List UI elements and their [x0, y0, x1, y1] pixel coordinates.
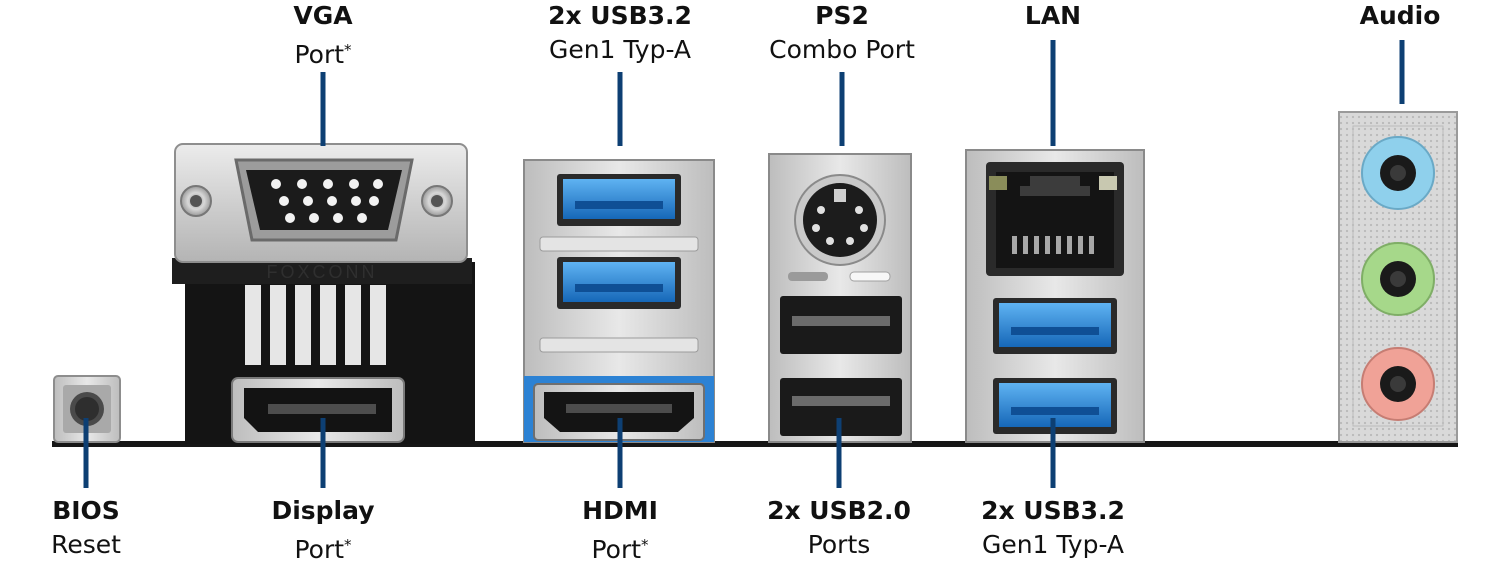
- displayport-port: [231, 377, 405, 443]
- label-usb32-bottom-subtitle: Gen1 Typ-A: [981, 530, 1125, 559]
- label-usb32-bottom-title: 2x USB3.2: [981, 496, 1125, 525]
- label-usb32-top-title: 2x USB3.2: [548, 1, 692, 30]
- label-bios: BIOS Reset: [26, 494, 146, 562]
- label-vga-subtitle: Port*: [294, 40, 352, 69]
- audio-jack-pink-icon: [1361, 347, 1435, 421]
- usb3-port-icon: [993, 378, 1117, 434]
- label-ps2-title: PS2: [815, 1, 869, 30]
- lan-port: [986, 162, 1124, 276]
- label-usb20-title: 2x USB2.0: [767, 496, 911, 525]
- label-displayport-subtitle: Port*: [294, 535, 352, 564]
- label-audio-title: Audio: [1359, 1, 1441, 30]
- label-hdmi-title: HDMI: [582, 496, 658, 525]
- usb32-hdmi-stack: [523, 159, 715, 443]
- usb2-port-icon: [780, 378, 902, 436]
- label-bios-subtitle: Reset: [51, 530, 121, 559]
- audio-jacks: [1338, 111, 1458, 443]
- label-displayport-title: Display: [271, 496, 375, 525]
- lan-led-icon: [1099, 176, 1117, 190]
- label-hdmi: HDMI Port*: [550, 494, 690, 567]
- lan-usb32-stack: [965, 149, 1145, 443]
- label-usb32-top: 2x USB3.2 Gen1 Typ-A: [520, 0, 720, 67]
- ps2-led-indicator: [788, 272, 828, 281]
- label-displayport: Display Port*: [243, 494, 403, 567]
- usb3-port-icon: [993, 298, 1117, 354]
- board-edge: [52, 441, 1458, 447]
- ps2-led-indicator: [849, 271, 891, 282]
- usb2-port-icon: [780, 296, 902, 354]
- ps2-usb20-stack: [768, 153, 912, 443]
- ps2-port: [794, 174, 886, 266]
- leader-lines: [83, 40, 1405, 488]
- label-vga: VGA Port*: [243, 0, 403, 72]
- audio-jack-blue-icon: [1361, 136, 1435, 210]
- label-ps2: PS2 Combo Port: [752, 0, 932, 67]
- label-usb20-subtitle: Ports: [807, 530, 871, 559]
- label-usb32-top-subtitle: Gen1 Typ-A: [548, 35, 692, 64]
- usb3-port-icon: [557, 174, 681, 226]
- label-lan-title: LAN: [1024, 1, 1082, 30]
- bios-reset-button: [53, 375, 121, 443]
- label-lan: LAN: [993, 0, 1113, 33]
- label-hdmi-subtitle: Port*: [591, 535, 649, 564]
- label-usb20: 2x USB2.0 Ports: [744, 494, 934, 562]
- audio-jack-green-icon: [1361, 242, 1435, 316]
- label-audio: Audio: [1340, 0, 1460, 33]
- label-vga-title: VGA: [293, 1, 353, 30]
- usb3-port-icon: [557, 257, 681, 309]
- label-bios-title: BIOS: [52, 496, 120, 525]
- label-usb32-bottom: 2x USB3.2 Gen1 Typ-A: [953, 494, 1153, 562]
- lan-led-icon: [989, 176, 1007, 190]
- label-ps2-subtitle: Combo Port: [769, 35, 915, 64]
- hdmi-port: [524, 376, 714, 442]
- vga-brand-text: FOXCONN: [267, 262, 378, 282]
